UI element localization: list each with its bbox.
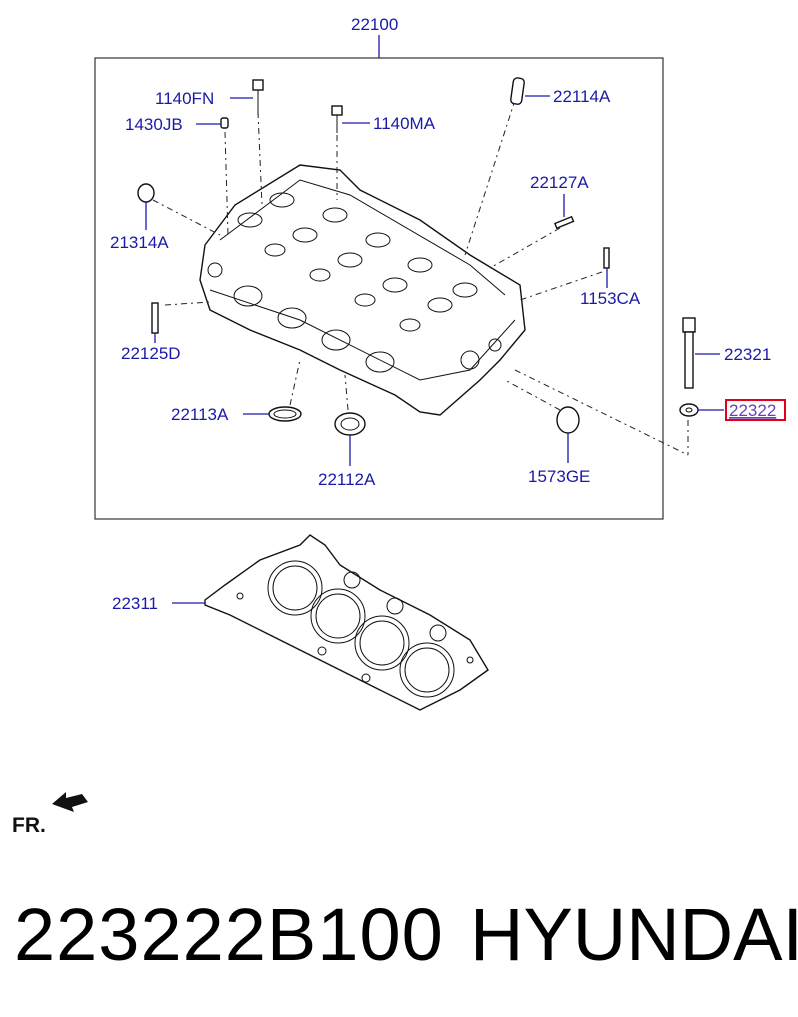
stud-1153CA[interactable]	[603, 247, 610, 269]
part-number: 223222B100	[14, 893, 444, 976]
cylinder-head[interactable]	[199, 164, 526, 416]
label-1140MA[interactable]: 1140MA	[373, 114, 436, 133]
head-gasket-22311[interactable]	[204, 534, 489, 711]
label-22127A[interactable]: 22127A	[530, 173, 589, 192]
head-bolt-22321[interactable]	[682, 317, 696, 389]
parts-diagram: 22100	[12, 15, 786, 837]
label-22100[interactable]: 22100	[351, 15, 398, 34]
bolt-1140FN[interactable]	[252, 79, 264, 115]
label-22321[interactable]: 22321	[724, 345, 771, 364]
stud-22127A[interactable]	[553, 215, 575, 230]
highlight-box-22322	[725, 399, 786, 421]
washer-22322[interactable]	[679, 403, 699, 417]
label-1573GE[interactable]: 1573GE	[528, 467, 590, 486]
dowel-1430JB[interactable]	[220, 117, 229, 129]
bolt-1140MA[interactable]	[331, 105, 343, 133]
seal-22113A[interactable]	[268, 406, 302, 422]
dowel-22114A[interactable]	[510, 77, 525, 105]
label-1140FN[interactable]: 1140FN	[155, 89, 214, 108]
label-22112A[interactable]: 22112A	[318, 470, 376, 489]
plug-1573GE[interactable]	[556, 406, 580, 434]
brand-name: HYUNDAI	[470, 893, 798, 976]
label-22322[interactable]: 22322	[729, 401, 776, 420]
seal-22112A[interactable]	[334, 412, 366, 436]
label-22311[interactable]: 22311	[112, 594, 158, 613]
front-arrow-icon	[52, 792, 88, 812]
front-indicator: FR.	[12, 792, 88, 837]
front-label: FR.	[12, 814, 46, 837]
label-22113A[interactable]: 22113A	[171, 405, 229, 424]
footer: 223222B100 HYUNDAI	[0, 870, 798, 1017]
label-22125D[interactable]: 22125D	[121, 344, 181, 363]
stud-22125D[interactable]	[151, 302, 159, 334]
label-21314A[interactable]: 21314A	[110, 233, 169, 252]
plug-21314A[interactable]	[137, 183, 155, 203]
label-1153CA[interactable]: 1153CA	[580, 289, 641, 308]
label-22114A[interactable]: 22114A	[553, 87, 611, 106]
label-1430JB[interactable]: 1430JB	[125, 115, 183, 134]
